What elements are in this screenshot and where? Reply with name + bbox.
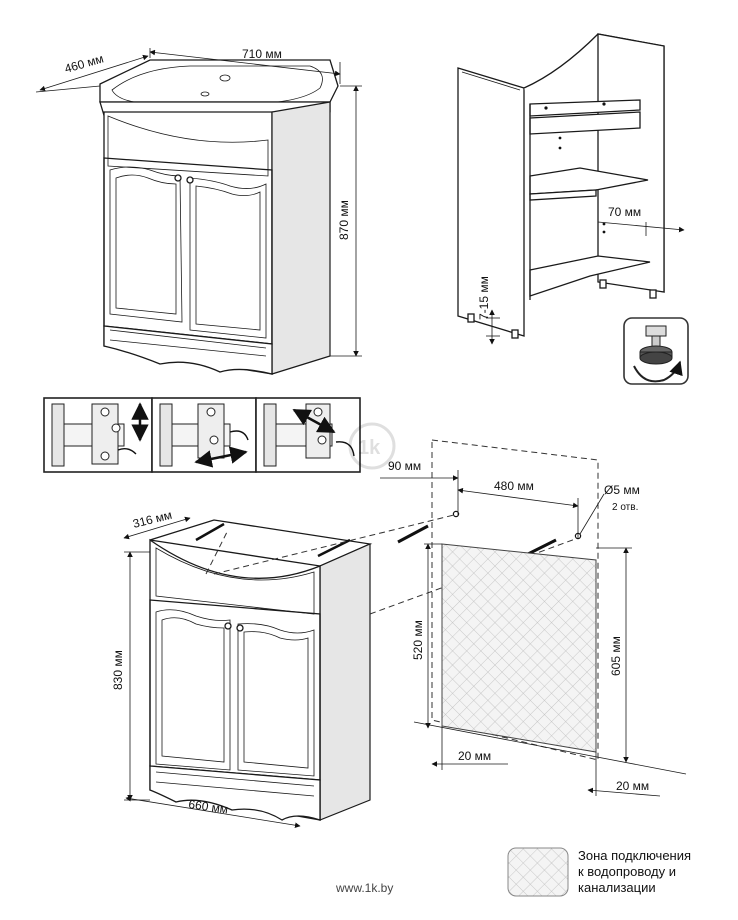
legend-line-1: Зона подключения bbox=[578, 848, 691, 863]
dim-hole-diameter: Ø5 мм 2 отв. bbox=[579, 483, 640, 535]
legend: Зона подключения к водопроводу и канализ… bbox=[507, 847, 691, 897]
label-zone-gap-right: 20 мм bbox=[616, 779, 649, 793]
label-top-depth: 460 мм bbox=[63, 51, 105, 75]
label-total-height: 870 мм bbox=[337, 200, 351, 240]
dim-leg-adjust: 7-15 мм bbox=[477, 276, 500, 345]
label-leg-adjust: 7-15 мм bbox=[477, 276, 491, 320]
legend-line-3: канализации bbox=[578, 880, 656, 895]
dim-total-height: 870 мм bbox=[330, 85, 362, 357]
label-base-height: 830 мм bbox=[111, 650, 125, 690]
dim-shelf-offset: 70 мм bbox=[597, 205, 685, 236]
svg-text:1k: 1k bbox=[358, 437, 381, 459]
dim-base-width: 660 мм bbox=[125, 796, 301, 828]
dim-zone-gap-right: 20 мм bbox=[587, 752, 661, 797]
dim-wall-offset-left: 90 мм bbox=[380, 459, 459, 516]
label-hole-diameter: Ø5 мм bbox=[604, 483, 640, 497]
cabinet-carcass bbox=[457, 33, 665, 339]
legend-line-2: к водопроводу и bbox=[578, 864, 676, 879]
dim-zone-height-left: 520 мм bbox=[411, 543, 442, 729]
dim-zone-gap-left: 20 мм bbox=[431, 726, 508, 770]
vanity-with-sink bbox=[99, 59, 339, 375]
label-top-width: 710 мм bbox=[242, 47, 282, 61]
label-base-depth: 316 мм bbox=[131, 508, 173, 531]
dim-hole-spacing: 480 мм bbox=[457, 479, 579, 538]
hinge-adjust-icon bbox=[43, 397, 361, 473]
adjustable-foot-icon bbox=[623, 317, 689, 385]
dim-top-width: 710 мм bbox=[149, 47, 341, 84]
label-base-width: 660 мм bbox=[188, 797, 229, 816]
label-wall-offset-left: 90 мм bbox=[388, 459, 421, 473]
wall-mount-plan bbox=[413, 439, 687, 775]
watermark-logo: 1k bbox=[348, 422, 396, 470]
watermark-text: www.1k.by bbox=[335, 881, 393, 895]
base-cabinet bbox=[149, 519, 373, 821]
label-zone-height-right: 605 мм bbox=[609, 636, 623, 676]
label-hole-count: 2 отв. bbox=[612, 502, 638, 513]
rotate-arrow-icon bbox=[633, 360, 683, 383]
label-zone-gap-left: 20 мм bbox=[458, 749, 491, 763]
dim-zone-height-right: 605 мм bbox=[596, 547, 632, 763]
label-hole-spacing: 480 мм bbox=[494, 479, 534, 493]
dim-base-height: 830 мм bbox=[111, 551, 150, 801]
label-shelf-offset: 70 мм bbox=[608, 205, 641, 219]
label-zone-height-left: 520 мм bbox=[411, 620, 425, 660]
